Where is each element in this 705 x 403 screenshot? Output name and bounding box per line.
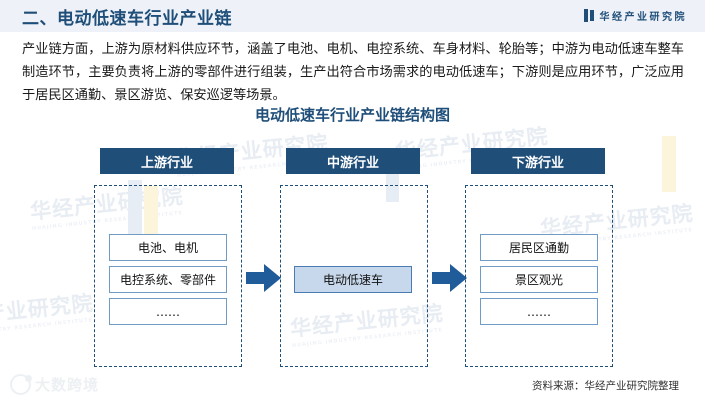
column-header-label: 中游行业: [326, 155, 379, 171]
background-watermark: 华经产业研究院 HUAJING INDUSTRY RESEARCH INSTIT…: [0, 291, 95, 339]
arrow-right-icon: [432, 264, 467, 292]
arrow-right-icon: [246, 264, 281, 292]
item-box-upstream-3: ……: [109, 298, 227, 325]
item-label: 居民区通勤: [508, 241, 569, 255]
chart-title: 电动低速车行业产业链结构图: [254, 106, 450, 124]
item-box-downstream-2: 景区观光: [480, 266, 598, 293]
column-header-midstream: 中游行业: [286, 148, 420, 174]
item-label: 电控系统、零部件: [119, 273, 216, 287]
corner-watermark-text: 大数跨境: [35, 376, 100, 394]
column-body-upstream: [94, 185, 242, 367]
item-label: 电池、电机: [137, 241, 198, 255]
item-box-downstream-3: ……: [480, 298, 598, 325]
column-header-downstream: 下游行业: [471, 148, 605, 174]
item-label: ……: [156, 304, 180, 319]
body-paragraph: 产业链方面，上游为原材料供应环节，涵盖了电池、电机、电控系统、车身材料、轮胎等；…: [22, 42, 684, 103]
column-header-label: 上游行业: [140, 155, 193, 171]
brand-logo: 华经产业研究院: [583, 8, 688, 23]
item-label: 景区观光: [514, 273, 563, 287]
item-label: 电动低速车: [322, 273, 383, 287]
item-box-midstream-1: 电动低速车: [294, 266, 412, 293]
item-box-upstream-1: 电池、电机: [109, 234, 227, 261]
industry-chain-diagram: 华经产业研究院 HUAJING INDUSTRY RESEARCH INSTIT…: [0, 100, 705, 403]
item-box-downstream-1: 居民区通勤: [480, 234, 598, 261]
header-band: [0, 0, 705, 32]
item-box-upstream-2: 电控系统、零部件: [109, 266, 227, 293]
column-body-downstream: [465, 185, 613, 367]
item-label: ……: [527, 304, 551, 319]
column-header-label: 下游行业: [511, 155, 564, 171]
corner-watermark-icon: [10, 374, 32, 395]
page-title: 二、电动低速车行业产业链: [22, 9, 232, 29]
brand-logo-text: 华经产业研究院: [599, 12, 687, 23]
book-mark-icon: [583, 9, 595, 22]
column-body-midstream: [280, 185, 428, 367]
source-note: 资料来源：华经产业研究院整理: [532, 380, 679, 392]
column-header-upstream: 上游行业: [100, 148, 234, 174]
corner-watermark: 大数跨境: [10, 374, 99, 395]
